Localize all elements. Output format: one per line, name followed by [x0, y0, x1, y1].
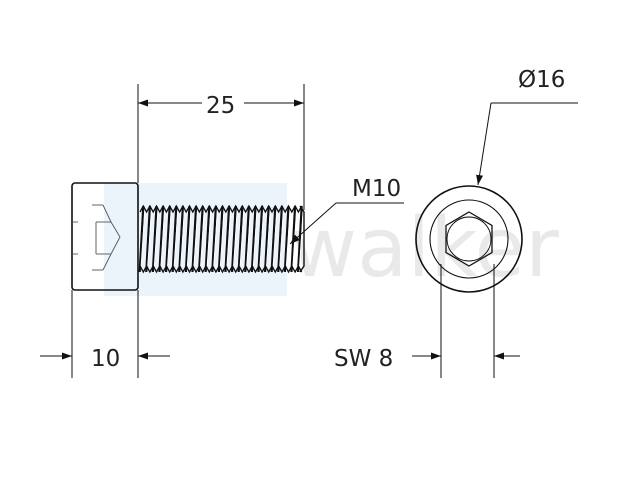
thread-helix-highlight	[272, 211, 278, 267]
thread-helix-highlight	[266, 211, 271, 267]
thread-helix-line	[230, 205, 237, 273]
watermark: walker	[104, 183, 559, 296]
thread-helix-highlight	[252, 211, 258, 267]
thread-helix-highlight	[279, 211, 284, 267]
length-dimension-label: 25	[206, 93, 235, 119]
thread-helix-highlight	[140, 211, 146, 267]
thread-helix-line	[138, 205, 145, 273]
thread-helix-highlight	[186, 211, 192, 267]
thread-helix-line	[178, 205, 184, 273]
thread-helix-highlight	[173, 211, 179, 267]
thread-helix-highlight	[259, 211, 264, 267]
thread-helix-line	[244, 205, 250, 273]
end-view	[415, 185, 523, 293]
thread-helix-highlight	[299, 211, 304, 267]
diameter-callout: Ø16	[476, 67, 578, 186]
thread-helix-line	[204, 205, 211, 273]
hex-socket-hidden-lines	[72, 204, 121, 271]
thread-helix-highlight	[239, 211, 245, 267]
head-height-dimension: 10	[40, 290, 170, 378]
thread-helix-line	[224, 205, 231, 273]
thread-helix-highlight	[153, 211, 159, 267]
thread-helix-line	[270, 205, 277, 273]
thread-helix-line	[237, 205, 244, 273]
bolt-head	[71, 182, 139, 291]
thread-helix-line	[145, 205, 151, 273]
thread-helix-line	[164, 205, 171, 273]
thread-helix-highlight	[206, 211, 212, 267]
thread-chamfer	[299, 205, 305, 273]
thread-helix-line	[191, 205, 198, 273]
watermark-text: walker	[290, 201, 559, 296]
head-inner-circle	[429, 199, 509, 279]
thread-helix-line	[250, 205, 257, 273]
thread-helix-line	[277, 205, 283, 273]
thread-helix-line	[296, 205, 303, 273]
thread-helix-line	[263, 205, 270, 273]
thread-helix-line	[197, 205, 204, 273]
socket-size-dimension: SW 8	[334, 264, 520, 378]
thread-helix-highlight	[233, 211, 238, 267]
length-dimension: 25	[137, 84, 305, 210]
thread-helix-highlight	[147, 211, 152, 267]
thread-helix-highlight	[200, 211, 205, 267]
thread-helix-line	[184, 205, 191, 273]
thread-helix-line	[283, 205, 290, 273]
thread-helix-highlight	[213, 211, 218, 267]
thread-helix-highlight	[193, 211, 198, 267]
threaded-shank	[138, 204, 305, 274]
side-view	[71, 182, 305, 291]
thread-callout-label: M10	[352, 176, 401, 202]
hex-socket	[445, 211, 493, 267]
thread-helix-line	[257, 205, 264, 273]
thread-helix-highlight	[246, 211, 251, 267]
head-outer-circle	[415, 185, 523, 293]
thread-helix-highlight	[226, 211, 231, 267]
thread-callout: M10	[289, 176, 404, 245]
thread-helix-line	[217, 205, 224, 273]
diameter-callout-label: Ø16	[518, 67, 565, 93]
thread-helix-line	[158, 205, 165, 273]
thread-helix-line	[211, 205, 217, 273]
thread-helix-highlight	[219, 211, 225, 267]
thread-helix-line	[151, 205, 158, 273]
thread-helix-highlight	[160, 211, 165, 267]
hex-socket-circle	[446, 216, 492, 262]
thread-helix-highlight	[285, 211, 291, 267]
thread-helix-line	[171, 205, 178, 273]
thread-helix-highlight	[180, 211, 185, 267]
thread-helix-highlight	[167, 211, 172, 267]
head-height-dimension-label: 10	[91, 346, 120, 372]
socket-size-dimension-label: SW 8	[334, 346, 393, 372]
